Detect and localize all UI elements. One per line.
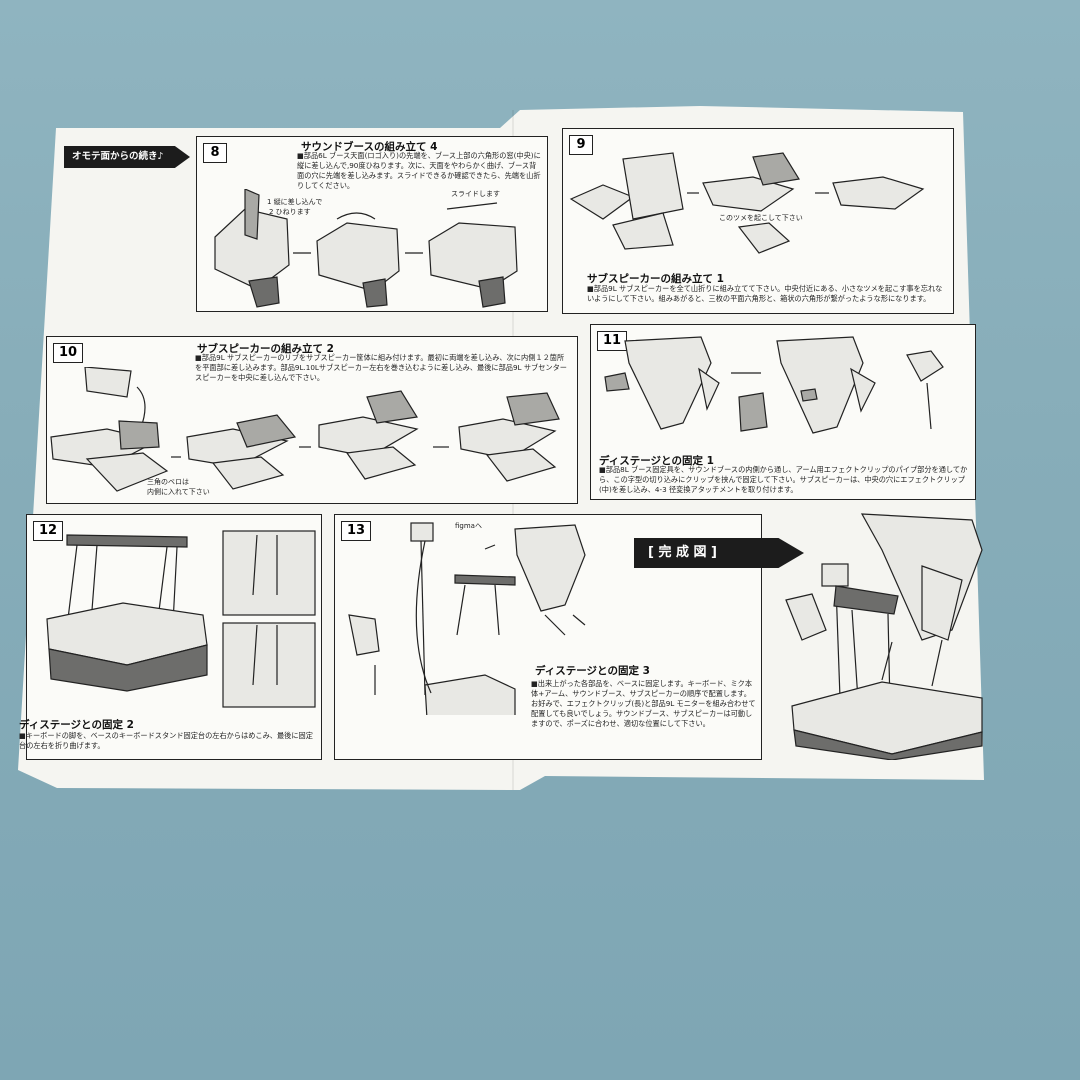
step-title: ディステージとの固定 2 <box>19 719 134 731</box>
step-description: ■部品8L ブース固定具を、サウンドブースの内側から通し、アーム用エフェクトクリ… <box>599 465 968 494</box>
callout-lift-tab: このツメを起こして下さい <box>719 214 803 222</box>
step-number: 8 <box>203 143 227 163</box>
step-title: ディステージとの固定 1 <box>599 455 714 467</box>
completed-figure-banner: [ 完 成 図 ] <box>634 538 804 568</box>
callout-insert: 1 縦に差し込んで <box>267 198 323 206</box>
step-10-illustration <box>50 367 560 492</box>
step-title: サブスピーカーの組み立て 2 <box>197 343 334 355</box>
step-description: ■部品9L サブスピーカーのリブをサブスピーカー筐体に組み付けます。最初に両端を… <box>195 353 567 382</box>
step-9-illustration <box>569 152 925 254</box>
step-title: ディステージとの固定 3 <box>535 665 650 677</box>
step-description: ■キーボードの脚を、ベースのキーボードスタンド固定台の左右からはめこみ、最後に固… <box>19 731 313 750</box>
step-12-illustration <box>46 530 316 708</box>
step-13-illustration <box>348 522 586 715</box>
step-10-panel: 10 サブスピーカーの組み立て 2 ■部品9L サブスピーカーのリブをサブスピー… <box>46 336 578 504</box>
step-11-illustration <box>604 336 944 434</box>
step-description: ■部品9L サブスピーカーを全て山折りに組み立てて下さい。中央付近にある、小さな… <box>587 284 943 303</box>
completed-figure-illustration <box>785 513 983 760</box>
step-9-panel: 9 このツメを起こして下さい サブスピーカーの組み立て 1 ■部品9L サブスピ… <box>562 128 954 314</box>
step-number: 11 <box>597 331 627 351</box>
callout-triangle-tab: 三角のベロは <box>147 478 189 486</box>
step-title: サウンドブースの組み立て 4 <box>301 141 438 153</box>
step-8-panel: 8 サウンドブースの組み立て 4 ■部品6L ブース天面(ロゴ入り)の先端を、ブ… <box>196 136 548 312</box>
step-8-illustration <box>214 189 518 308</box>
callout-twist: 2 ひねります <box>269 208 311 216</box>
step-number: 10 <box>53 343 83 363</box>
step-12-panel: 12 ディステージとの固定 2 ■キーボードの脚を、ベースのキーボードスタンド固… <box>19 514 322 760</box>
step-title: サブスピーカーの組み立て 1 <box>587 273 724 285</box>
step-number: 13 <box>341 521 371 541</box>
step-description: ■部品6L ブース天面(ロゴ入り)の先端を、ブース上部の六角形の窓(中央)に縦に… <box>297 151 541 190</box>
callout-slide: スライドします <box>451 190 500 198</box>
step-description: ■出来上がった各部品を、ベースに固定します。キーボード、ミク本体+アーム、サウン… <box>531 679 756 728</box>
continued-from-front-banner: オモテ面からの続き♪ <box>64 146 190 168</box>
step-number: 12 <box>33 521 63 541</box>
step-11-panel: 11 ディステージとの固定 1 ■部品8L ブース固定具を、サウンドブースの内側… <box>590 324 976 500</box>
callout-to-figma: figmaへ <box>455 522 482 530</box>
step-number: 9 <box>569 135 593 155</box>
callout-tuck-inside: 内側に入れて下さい <box>147 488 210 496</box>
